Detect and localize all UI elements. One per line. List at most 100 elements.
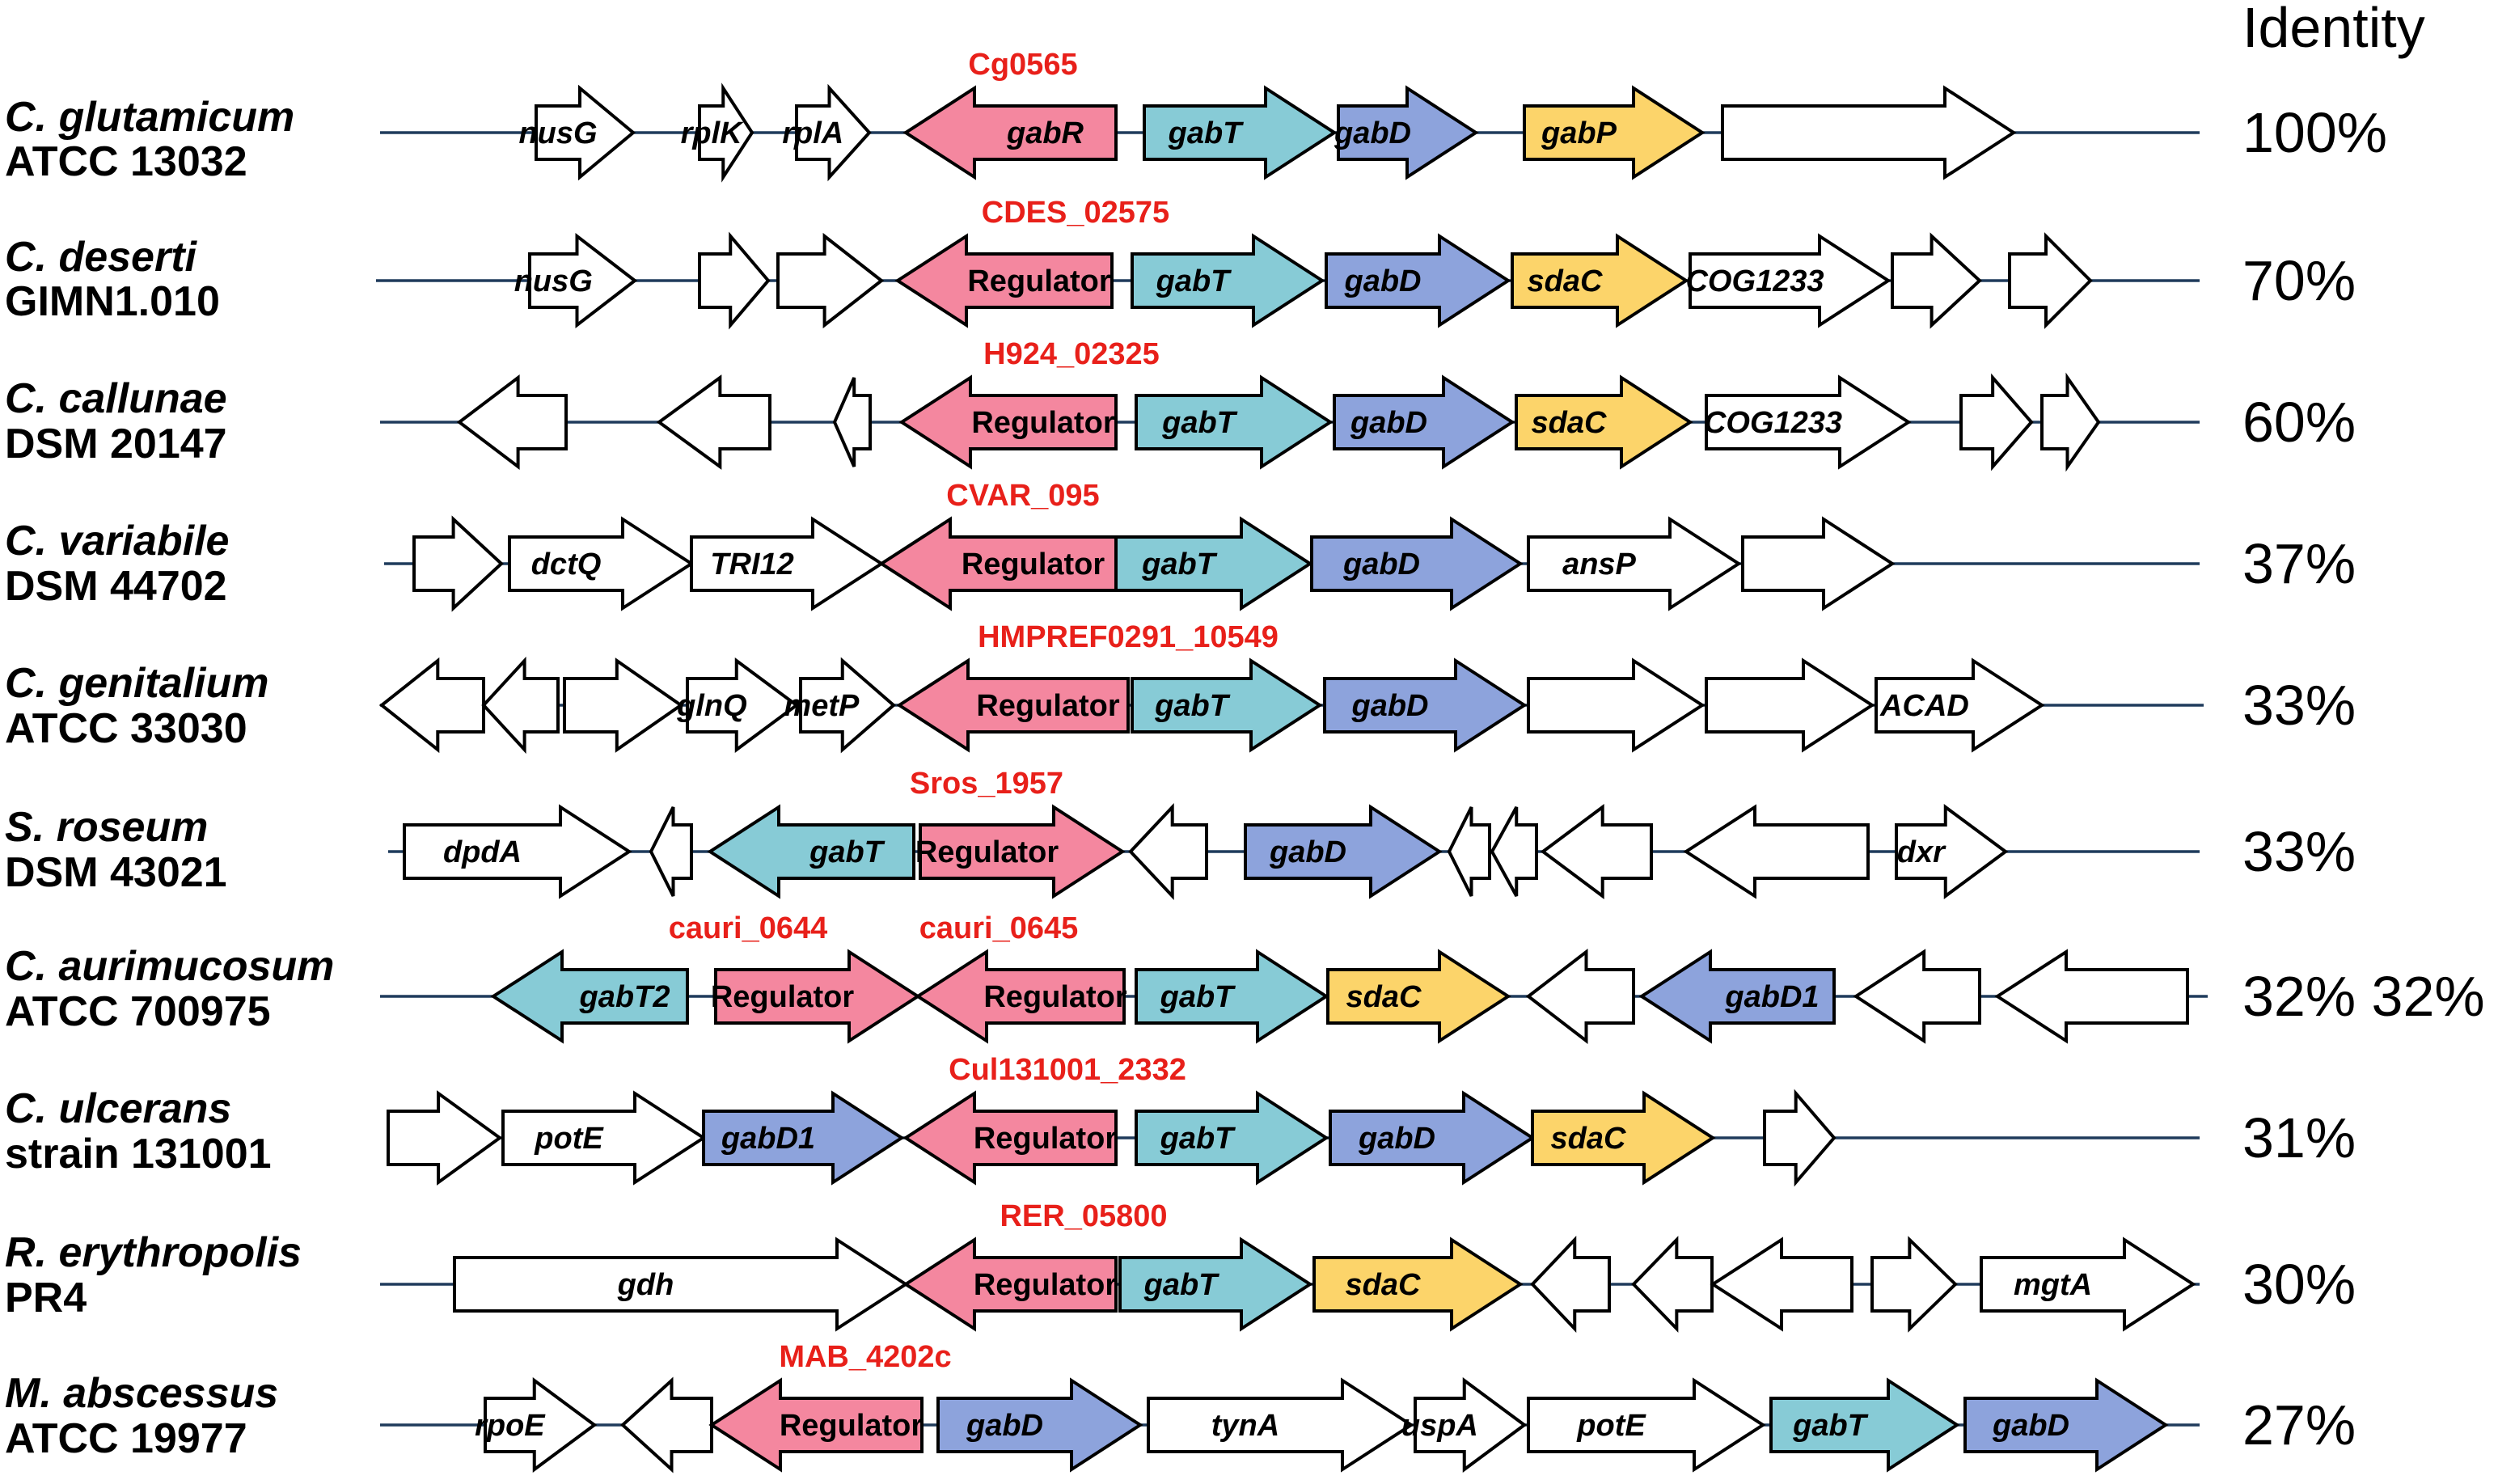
gene-arrow-regulator: Regulator xyxy=(896,657,1130,753)
gene-arrow-shape xyxy=(1540,804,1653,899)
gene-arrow-shape xyxy=(412,515,504,612)
gene-arrow-metp: metP xyxy=(784,657,897,754)
gene-arrow-glnq: glnQ xyxy=(676,657,800,753)
gene-label: Regulator xyxy=(962,548,1105,581)
locus-tag: CDES_02575 xyxy=(982,196,1169,230)
gene-arrow-regulator: Regulator xyxy=(878,516,1118,611)
gene-arrow-shape xyxy=(919,804,1126,899)
gene-arrow-gabt: gabT xyxy=(1135,374,1334,470)
identity-value: 33% xyxy=(2242,674,2356,737)
species-name: C. genitalium xyxy=(5,660,268,707)
gene-arrow-gabt: gabT xyxy=(1131,233,1325,328)
gene-arrow-gabt: gabT xyxy=(1114,516,1313,611)
identity-value: 30% xyxy=(2242,1253,2356,1316)
gene-arrow-unlabeled xyxy=(1530,1235,1611,1334)
gene-label: gabT2 xyxy=(579,980,670,1014)
gene-arrow-shape xyxy=(1769,1377,1960,1473)
gene-arrow-mgta: mgtA xyxy=(1980,1237,2196,1332)
gene-arrow-shape xyxy=(1337,85,1479,180)
gene-label: gabT xyxy=(1141,548,1218,581)
gene-arrow-shape xyxy=(535,84,636,181)
gene-arrow-shape xyxy=(481,656,560,755)
gene-arrow-shape xyxy=(1963,1377,2169,1473)
gene-arrow-unlabeled xyxy=(2040,372,2101,472)
gene-arrow-shape xyxy=(936,1377,1143,1473)
gene-arrow-unlabeled xyxy=(1721,85,2017,180)
gene-arrow-unlabeled xyxy=(1891,232,1982,329)
gene-arrow-shape xyxy=(1135,1090,1329,1186)
gene-arrow-gabd: gabD xyxy=(1329,1090,1536,1186)
gene-arrow-unlabeled xyxy=(1763,1089,1837,1187)
gene-arrow-shape xyxy=(528,232,638,329)
gene-arrow-shape xyxy=(1531,1090,1716,1186)
identity-value: 32% 32% xyxy=(2242,965,2485,1028)
locus-tag: MAB_4202c xyxy=(779,1340,951,1374)
identity-value: 33% xyxy=(2242,820,2356,883)
gene-arrow-unlabeled xyxy=(456,374,568,471)
gene-arrow-unlabeled xyxy=(1525,948,1635,1045)
gene-arrow-unlabeled xyxy=(481,656,560,755)
gene-arrow-shape xyxy=(902,85,1118,180)
gene-label: rplA xyxy=(782,116,843,150)
gene-arrow-gabt: gabT xyxy=(1118,1237,1313,1332)
gene-label: gabT xyxy=(1161,406,1238,440)
gene-label: Regulator xyxy=(971,406,1115,440)
gene-arrow-dctq: dctQ xyxy=(508,516,695,611)
gene-label: gabT xyxy=(1156,264,1232,298)
gene-label: mgtA xyxy=(2014,1268,2092,1302)
gene-arrow-shape xyxy=(1683,804,1870,899)
gene-label: sdaC xyxy=(1528,264,1603,298)
gene-arrow-dpda: dpdA xyxy=(403,804,632,899)
gene-arrow-ansp: ansP xyxy=(1527,516,1742,611)
gene-label: Regulator xyxy=(780,1409,924,1443)
gene-arrow-shape xyxy=(902,1237,1118,1332)
gene-arrow-dxr: dxr xyxy=(1895,804,2009,899)
gene-arrow-shape xyxy=(1131,233,1325,328)
gene-arrow-shape xyxy=(1135,949,1329,1044)
gene-label: tynA xyxy=(1211,1409,1279,1443)
gene-arrow-unlabeled xyxy=(1540,804,1653,899)
gene-label: glnQ xyxy=(676,689,747,723)
gene-arrow-gabd: gabD xyxy=(1323,657,1528,753)
gene-arrow-unlabeled xyxy=(412,515,504,612)
gene-arrow-shape xyxy=(902,1090,1118,1186)
gene-arrow-shape xyxy=(832,377,872,467)
gene-label: TRI12 xyxy=(710,548,793,581)
gene-arrow-unlabeled xyxy=(378,657,485,754)
gene-arrow-sdac: sdaC xyxy=(1531,1090,1716,1186)
gene-arrow-regulator: Regulator xyxy=(894,233,1114,328)
gene-arrow-shape xyxy=(1143,85,1338,180)
gene-arrow-shape xyxy=(896,657,1130,753)
gene-arrow-shape xyxy=(1114,516,1313,611)
strain-name: DSM 20147 xyxy=(5,421,227,467)
gene-arrow-unlabeled xyxy=(1870,1236,1958,1333)
gene-arrow-shape xyxy=(1511,233,1689,328)
gene-arrow-sdac: sdaC xyxy=(1326,949,1511,1044)
gene-arrow-shape xyxy=(453,1237,909,1332)
gene-arrow-shape xyxy=(708,1377,924,1473)
gene-arrow-shape xyxy=(1741,516,1896,611)
gene-arrow-sdac: sdaC xyxy=(1312,1237,1524,1332)
gene-arrow-shape xyxy=(1447,806,1491,897)
gene-arrow-shape xyxy=(707,804,915,899)
gene-label: gabP xyxy=(1541,116,1617,150)
gene-arrow-shape xyxy=(508,516,695,611)
locus-tag: H924_02325 xyxy=(983,337,1160,371)
gene-arrow-shape xyxy=(1312,1237,1524,1332)
locus-tag: RER_05800 xyxy=(1000,1199,1167,1233)
gene-label: nusG xyxy=(518,116,597,150)
gene-arrow-shape xyxy=(1527,657,1705,753)
gene-arrow-gabd: gabD xyxy=(936,1377,1143,1473)
gene-label: gabT xyxy=(1792,1409,1869,1443)
gene-arrow-cog1233: COG1233 xyxy=(1704,374,1912,470)
gene-arrow-regulator: Regulator xyxy=(915,949,1127,1044)
gene-arrow-gabt: gabT xyxy=(1769,1377,1960,1473)
gene-arrow-unlabeled xyxy=(1710,1237,1853,1332)
gene-arrow-shape xyxy=(1244,804,1443,899)
gene-arrow-gabt: gabT xyxy=(1143,85,1338,180)
gene-label: dctQ xyxy=(531,548,602,581)
gene-label: ansP xyxy=(1562,548,1636,581)
